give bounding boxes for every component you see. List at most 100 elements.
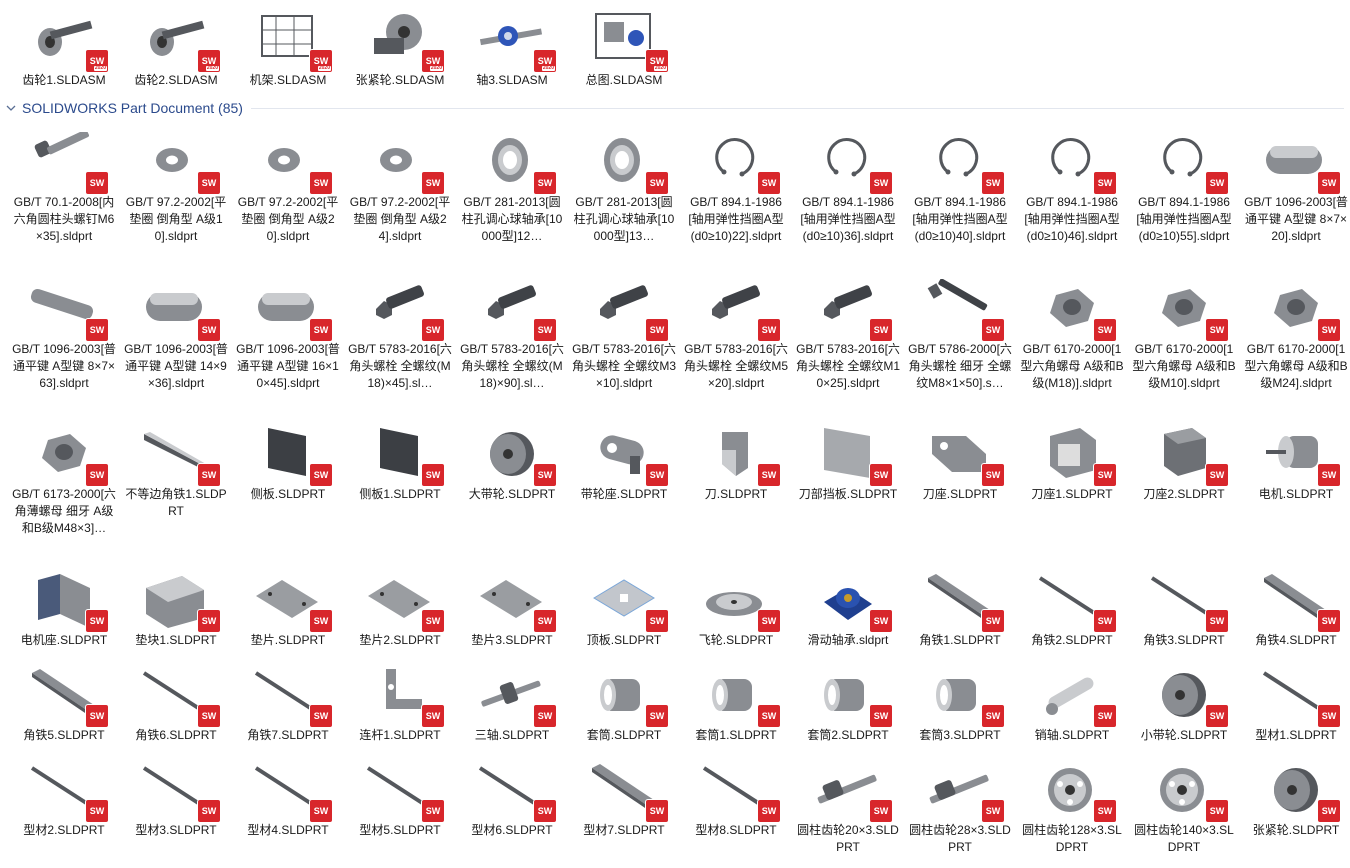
washer-icon: SW <box>360 130 444 194</box>
solidworks-badge-icon: SW <box>646 800 668 822</box>
assembly-file-item[interactable]: SW齿轮2.SLDASM <box>120 6 232 89</box>
solidworks-badge-icon: SW <box>198 319 220 341</box>
assembly-file-item[interactable]: SW轴3.SLDASM <box>456 6 568 89</box>
file-name-label: 型材2.SLDPRT <box>23 823 105 837</box>
sleeve-icon: SW <box>696 663 780 727</box>
solidworks-badge-icon: SW <box>198 610 220 632</box>
file-name-label: GB/T 1096-2003[普通平键 A型键 8×7×20].sldprt <box>1244 195 1348 243</box>
solidworks-badge-icon: SW <box>534 319 556 341</box>
solidworks-badge-icon: SW <box>310 610 332 632</box>
group-header[interactable]: SOLIDWORKS Part Document (85) <box>4 98 1344 118</box>
file-name-label: GB/T 5786-2000[六角头螺栓 细牙 全螺纹M8×1×50].s… <box>908 342 1012 390</box>
file-name-label: 刀部挡板.SLDPRT <box>798 487 898 501</box>
chevron-down-icon[interactable] <box>6 103 16 113</box>
bar-icon: SW <box>1256 568 1340 632</box>
solidworks-badge-icon: SW <box>982 172 1004 194</box>
file-name-label: 电机.SLDPRT <box>1258 487 1334 501</box>
assembly-file-item[interactable]: SW齿轮1.SLDASM <box>8 6 120 89</box>
solidworks-badge-icon: SW <box>86 464 108 486</box>
assembly-file-item[interactable]: SW机架.SLDASM <box>232 6 344 89</box>
file-name-label: 套筒.SLDPRT <box>586 728 662 742</box>
assembly-file-item[interactable]: SW总图.SLDASM <box>568 6 680 89</box>
file-name-label: 小带轮.SLDPRT <box>1140 728 1228 742</box>
file-name-label: 圆柱齿轮28×3.SLDPRT <box>909 823 1011 854</box>
pulley-icon: SW <box>1144 663 1228 727</box>
